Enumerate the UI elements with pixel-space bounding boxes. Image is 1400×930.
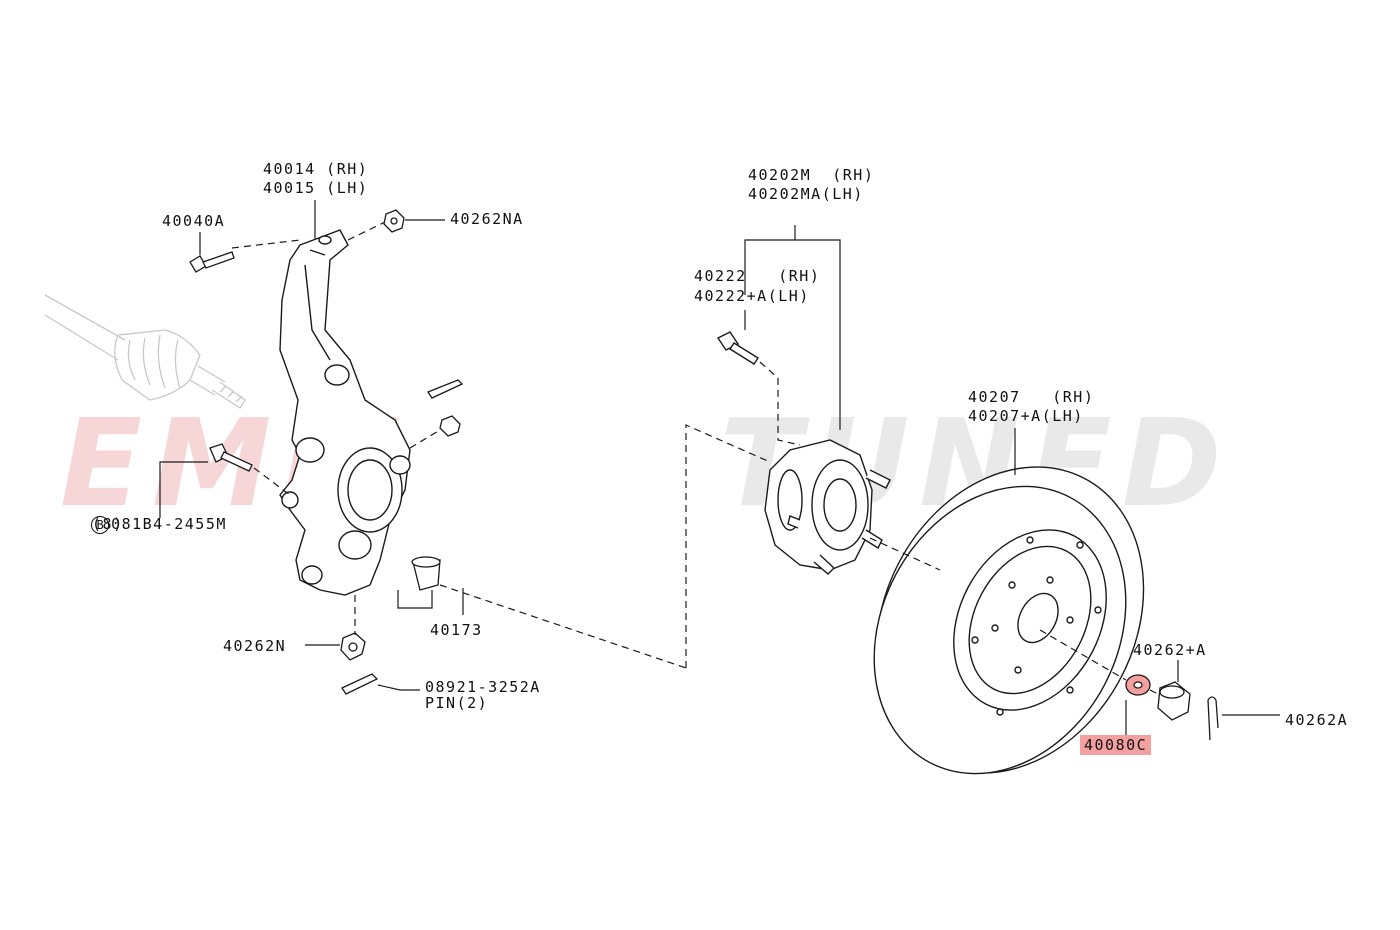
- label-knuckle-rh: 40014 (RH): [263, 160, 369, 178]
- label-rotor-lh: 40207+A(LH): [968, 407, 1084, 425]
- label-knuckle-lh: 40015 (LH): [263, 179, 369, 197]
- washer-40080c: [1125, 674, 1151, 696]
- label-bolt-081b4-number: 081B4-2455M: [111, 515, 227, 533]
- label-washer-40080c: 40080C: [1080, 735, 1152, 755]
- dashed-lines: [231, 221, 1161, 696]
- label-hub-rh: 40202M (RH): [748, 166, 875, 184]
- label-hubbolt-lh: 40222+A(LH): [694, 287, 810, 305]
- label-pin-08921: 08921-3252A: [425, 678, 541, 696]
- brake-rotor: [873, 466, 1145, 775]
- leader-lines: [159, 200, 1280, 735]
- hub-nut: [1157, 681, 1191, 721]
- wheel-hub: [716, 331, 891, 575]
- cotter-pin: [1207, 696, 1219, 741]
- label-nut-40262n: 40262N: [223, 637, 287, 655]
- label-hubbolt-rh: 40222 (RH): [694, 267, 821, 285]
- label-bushing-40173: 40173: [430, 621, 483, 639]
- label-bolt-081b4-mark: B: [91, 516, 110, 534]
- label-pin-qty: PIN(2): [425, 694, 489, 712]
- left-hardware: [189, 209, 464, 695]
- steering-knuckle: [279, 229, 411, 596]
- label-nut-40262a-plus: 40262+A: [1133, 641, 1207, 659]
- label-bolt-40040a: 40040A: [162, 212, 226, 230]
- driveshaft: [44, 294, 246, 409]
- label-hub-lh: 40202MA(LH): [748, 185, 864, 203]
- label-pin-40262a: 40262A: [1285, 711, 1349, 729]
- label-bolt-081b4-qty: (8): [92, 515, 124, 533]
- label-nut-40262na: 40262NA: [450, 210, 524, 228]
- label-rotor-rh: 40207 (RH): [968, 388, 1095, 406]
